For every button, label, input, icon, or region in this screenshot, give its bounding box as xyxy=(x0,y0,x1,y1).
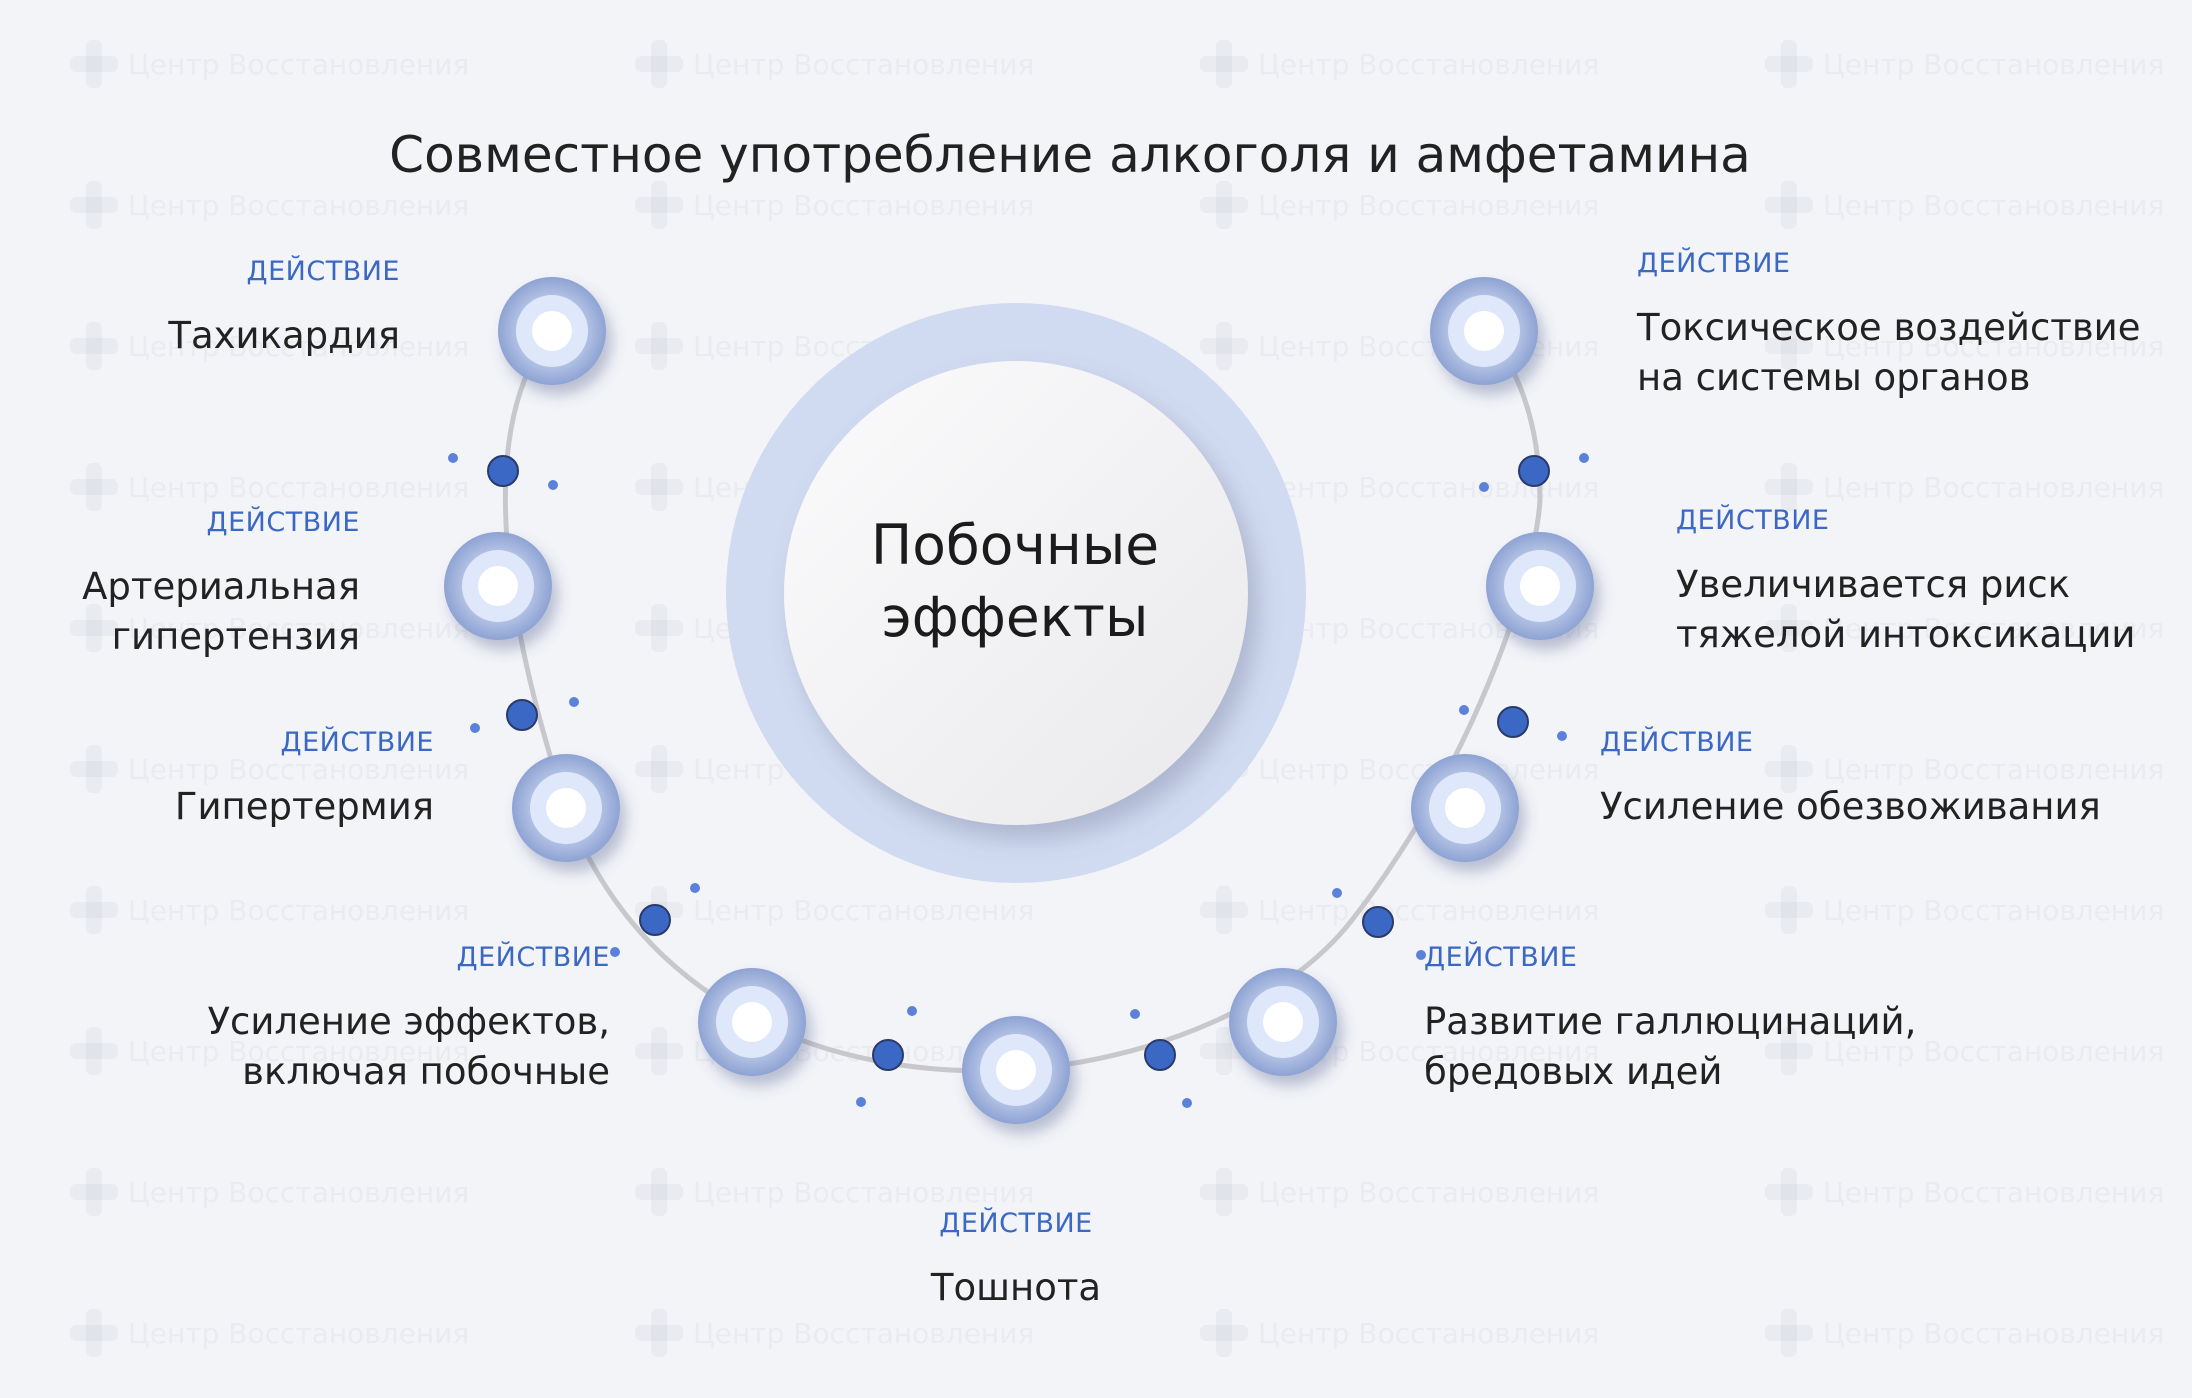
connector-arc xyxy=(502,329,1543,1074)
link-dot-icon xyxy=(487,455,519,487)
step-node-icon xyxy=(698,968,806,1076)
link-dot-icon xyxy=(1144,1039,1176,1071)
effect-label: ДЕЙСТВИЕ Увеличивается риск тяжелой инток… xyxy=(1676,505,2135,660)
decor-dot xyxy=(548,480,558,490)
effect-label: ДЕЙСТВИЕ Токсическое воздействие на систе… xyxy=(1637,248,2140,403)
link-dot-icon xyxy=(1497,706,1529,738)
decor-dot xyxy=(1557,731,1567,741)
effect-tag: ДЕЙСТВИЕ xyxy=(939,1208,1093,1239)
links-group xyxy=(487,455,1550,1071)
decor-dot xyxy=(470,723,480,733)
decor-dot xyxy=(907,1006,917,1016)
effect-label: ДЕЙСТВИЕ Артериальная гипертензия xyxy=(82,507,360,662)
effect-label: ДЕЙСТВИЕ Усиление обезвоживания xyxy=(1600,727,2101,832)
decor-dot xyxy=(610,947,620,957)
step-node-icon xyxy=(444,532,552,640)
effect-tag: ДЕЙСТВИЕ xyxy=(456,942,610,973)
decor-dot xyxy=(1416,950,1426,960)
page-title: Совместное употребление алкоголя и амфет… xyxy=(389,125,1751,184)
decor-dot xyxy=(1579,453,1589,463)
effect-label: ДЕЙСТВИЕ Тошнота xyxy=(816,1208,1216,1313)
effect-text: Токсическое воздействие на системы орган… xyxy=(1637,306,2141,399)
effect-tag: ДЕЙСТВИЕ xyxy=(246,256,400,287)
effect-tag: ДЕЙСТВИЕ xyxy=(280,727,434,758)
effect-tag: ДЕЙСТВИЕ xyxy=(1637,248,1791,279)
link-dot-icon xyxy=(1518,455,1550,487)
effect-tag: ДЕЙСТВИЕ xyxy=(1676,505,1830,536)
link-dot-icon xyxy=(506,699,538,731)
step-node-icon xyxy=(1411,754,1519,862)
decor-dot xyxy=(1182,1098,1192,1108)
effect-tag: ДЕЙСТВИЕ xyxy=(1600,727,1754,758)
link-dot-icon xyxy=(639,904,671,936)
effect-label: ДЕЙСТВИЕ Развитие галлюцинаций, бредовых … xyxy=(1424,942,1916,1097)
effect-text: Тахикардия xyxy=(168,314,400,357)
effect-label: ДЕЙСТВИЕ Гипертермия xyxy=(175,727,434,832)
link-dot-icon xyxy=(1362,906,1394,938)
decor-dot xyxy=(1459,705,1469,715)
step-node-icon xyxy=(962,1016,1070,1124)
center-disc xyxy=(784,361,1248,825)
decor-dot xyxy=(1479,482,1489,492)
effect-text: Артериальная гипертензия xyxy=(82,565,360,658)
nodes-group xyxy=(444,277,1594,1124)
decor-dot xyxy=(1332,888,1342,898)
step-node-icon xyxy=(498,277,606,385)
effect-text: Тошнота xyxy=(930,1266,1102,1309)
decor-dots-group xyxy=(448,453,1589,1108)
effect-text: Увеличивается риск тяжелой интоксикации xyxy=(1676,563,2136,656)
effect-text: Усиление эффектов, включая побочные xyxy=(207,1000,610,1093)
effect-text: Развитие галлюцинаций, бредовых идей xyxy=(1424,1000,1917,1093)
decor-dot xyxy=(448,453,458,463)
decor-dot xyxy=(856,1097,866,1107)
step-node-icon xyxy=(1229,968,1337,1076)
step-node-icon xyxy=(1430,277,1538,385)
effect-text: Гипертермия xyxy=(174,785,434,828)
step-node-icon xyxy=(512,754,620,862)
decor-dot xyxy=(1130,1009,1140,1019)
effect-label: ДЕЙСТВИЕ Усиление эффектов, включая побоч… xyxy=(207,942,610,1097)
step-node-icon xyxy=(1486,532,1594,640)
decor-dot xyxy=(690,883,700,893)
effect-text: Усиление обезвоживания xyxy=(1600,785,2101,828)
link-dot-icon xyxy=(872,1039,904,1071)
effect-label: ДЕЙСТВИЕ Тахикардия xyxy=(168,256,400,361)
decor-dot xyxy=(569,697,579,707)
effect-tag: ДЕЙСТВИЕ xyxy=(1424,942,1578,973)
effect-tag: ДЕЙСТВИЕ xyxy=(206,507,360,538)
